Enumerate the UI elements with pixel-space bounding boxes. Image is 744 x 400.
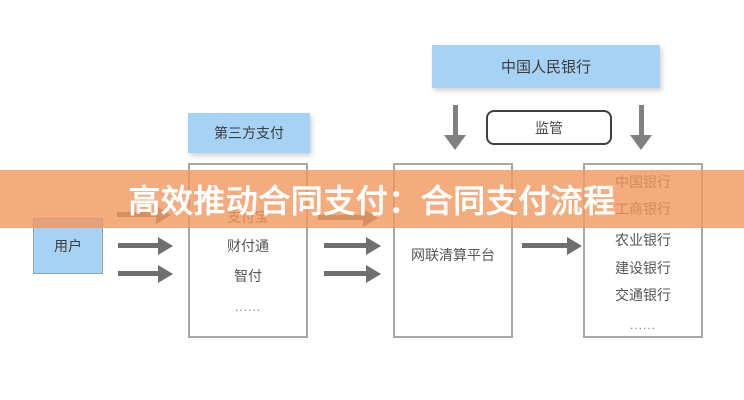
arrow-user-to-platforms-icon	[118, 237, 173, 255]
node-supervision-label: 监管	[535, 119, 563, 136]
arrow-platforms-to-netsunion-icon	[324, 237, 381, 255]
node-third-party-label: 第三方支付	[214, 125, 284, 141]
node-user-label: 用户	[54, 238, 82, 254]
arrow-user-to-platforms-icon	[118, 265, 173, 283]
node-netsunion-label: 网联清算平台	[411, 247, 495, 263]
node-pboc-label: 中国人民银行	[500, 59, 591, 76]
bank-item-ellipsis: ......	[629, 318, 656, 332]
platform-item: 智付	[234, 268, 262, 284]
node-pboc: 中国人民银行	[432, 45, 660, 88]
title-banner: 高效推动合同支付：合同支付流程	[0, 170, 744, 228]
platform-item-ellipsis: ......	[234, 300, 261, 314]
bank-item: 农业银行	[615, 232, 671, 248]
bank-item: 交通银行	[615, 287, 671, 303]
platform-item: 财付通	[227, 238, 269, 254]
page-title: 高效推动合同支付：合同支付流程	[128, 183, 616, 219]
down-arrow-to-netsunion-icon	[444, 105, 466, 150]
bank-item: 建设银行	[615, 260, 671, 276]
node-third-party: 第三方支付	[188, 113, 310, 153]
arrow-netsunion-to-banks-icon	[522, 237, 582, 255]
down-arrow-to-banks-icon	[630, 105, 652, 150]
arrow-platforms-to-netsunion-icon	[324, 265, 381, 283]
node-supervision: 监管	[486, 110, 612, 145]
